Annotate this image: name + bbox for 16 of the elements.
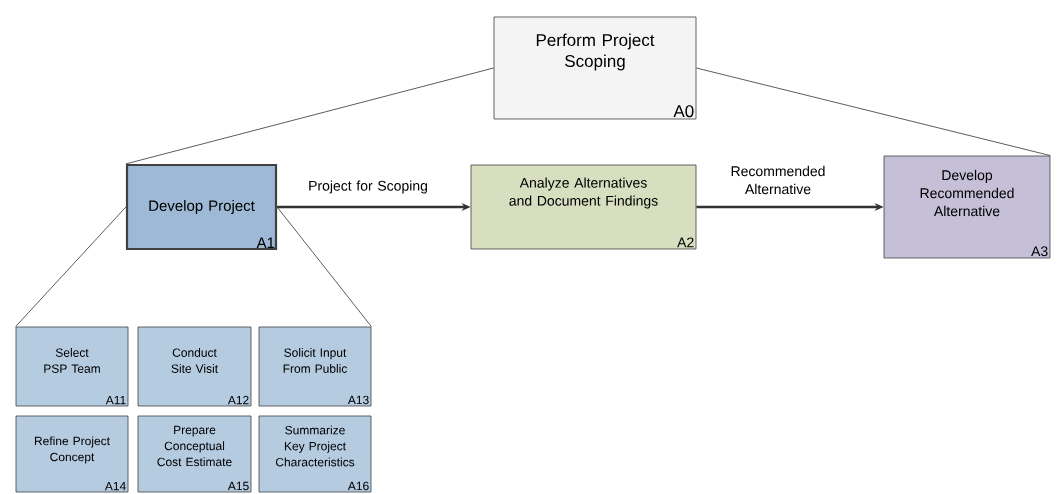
process-box: Prepare Conceptual Cost Estimate A15 xyxy=(137,415,252,493)
decomposition-line xyxy=(15,206,127,327)
decomposition-line xyxy=(125,67,494,165)
decomposition-line xyxy=(276,206,372,327)
process-box: Conduct Site Visit A12 xyxy=(137,326,252,407)
decomposition-line xyxy=(696,67,1051,156)
process-box: Perform Project Scoping A0 xyxy=(493,16,697,120)
process-box: Develop Recommended Alternative A3 xyxy=(883,155,1051,259)
edge-label: Project for Scoping xyxy=(309,180,427,194)
process-box: Develop Project A1 xyxy=(125,163,278,251)
process-box: Summarize Key Project Characteristics A16 xyxy=(258,415,372,493)
process-box: Refine Project Concept A14 xyxy=(15,415,129,493)
process-box: Analyze Alternatives and Document Findings A2 xyxy=(470,164,697,250)
edge-label: Recommended Alternative xyxy=(731,165,825,195)
process-box: Solicit Input From Public A13 xyxy=(258,326,372,407)
process-box: Select PSP Team A11 xyxy=(15,326,129,407)
